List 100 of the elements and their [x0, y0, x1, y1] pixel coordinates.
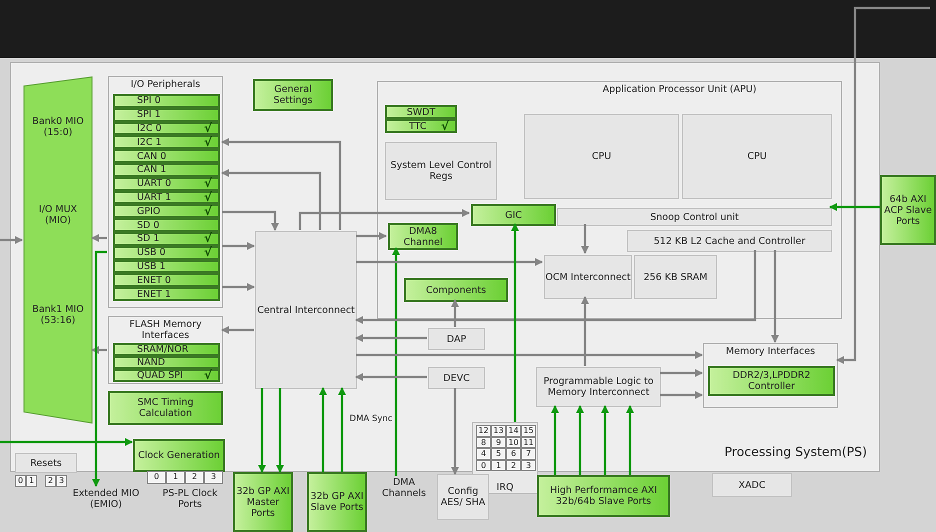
- number-cell: 11: [521, 436, 536, 448]
- box-label: UART 0: [137, 178, 172, 190]
- module-box: [428, 328, 485, 350]
- port-block: [537, 475, 670, 517]
- box-label: CAN 1: [137, 164, 166, 176]
- group-title: I/O Peripherals: [130, 79, 202, 90]
- arrow: [319, 387, 327, 472]
- box-label: System Level Control Regs: [390, 160, 492, 182]
- port-block: [880, 175, 936, 245]
- number-cell: 4: [476, 448, 491, 460]
- number-cell: 7: [521, 448, 536, 460]
- box-label: Snoop Control unit: [650, 212, 739, 222]
- peripheral-row: [113, 356, 220, 369]
- arrow: [221, 326, 254, 334]
- peripheral-row: [113, 246, 220, 260]
- number-cell: 2: [506, 460, 521, 471]
- box-label: IRQ: [496, 482, 514, 493]
- peripheral-row: [113, 273, 220, 288]
- peripheral-row: [113, 176, 220, 191]
- box-label: SD 0: [137, 220, 160, 231]
- box-label: DEVC: [443, 372, 470, 384]
- box-label: ENET 0: [137, 274, 171, 286]
- arrow: [91, 234, 107, 242]
- arrow: [581, 224, 589, 254]
- box-label: DMA8 Channel: [402, 226, 444, 248]
- number-cell: 2: [185, 471, 204, 484]
- box-label: SWDT: [406, 106, 436, 118]
- group-panel: [10, 62, 880, 472]
- arrow: [551, 405, 559, 475]
- peripheral-row: [113, 287, 220, 301]
- group-panel: [377, 81, 842, 319]
- box-label: DDR2/3,LPDDR2 Controller: [732, 370, 812, 392]
- box-label: Central Interconnect: [257, 304, 355, 316]
- peripheral-row: [113, 163, 220, 177]
- check-mark: √: [204, 178, 212, 190]
- box-label: I2C 1: [137, 136, 162, 148]
- box-label: SRAM/NOR: [137, 344, 188, 355]
- arrow: [626, 405, 634, 475]
- box-label: 64b AXI ACP Slave Ports: [883, 194, 933, 226]
- mux-label: Bank1 MIO (53:16): [31, 304, 85, 326]
- group-title: Processing System(PS): [724, 446, 867, 457]
- peripheral-row: [113, 369, 220, 382]
- box-label: SMC Timing Calculation: [136, 397, 194, 419]
- peripheral-row: [113, 232, 220, 246]
- box-label: DMA Channels: [381, 477, 427, 499]
- arrow: [222, 283, 255, 291]
- number-cell: 1: [166, 471, 185, 484]
- arrow: [392, 247, 400, 476]
- box-label: USB 0: [137, 247, 166, 258]
- arrow: [356, 232, 387, 240]
- box-label: 32b GP AXI Slave Ports: [309, 491, 365, 513]
- number-cell: 3: [521, 460, 536, 471]
- number-cell: 0: [15, 475, 26, 487]
- arrow: [222, 210, 279, 231]
- box-label: UART 1: [137, 192, 172, 203]
- box-label: High Performamce AXI 32b/64b Slave Ports: [548, 485, 658, 507]
- number-cell: 6: [506, 448, 521, 460]
- check-mark: √: [204, 136, 212, 148]
- peripheral-row: [385, 119, 457, 133]
- arrow: [829, 203, 880, 211]
- arrow: [581, 296, 589, 366]
- check-mark: √: [204, 247, 212, 258]
- box-label: SD 1: [137, 233, 160, 244]
- box-label: PS-PL Clock Ports: [161, 488, 219, 510]
- check-mark: √: [204, 206, 212, 217]
- module-box: [557, 208, 832, 226]
- peripheral-row: [113, 190, 220, 204]
- box-label: DAP: [446, 334, 466, 344]
- box-label: CAN 0: [137, 150, 166, 162]
- peripheral-row: [113, 122, 220, 136]
- arrow: [601, 405, 609, 475]
- module-box: [524, 114, 679, 199]
- arrow: [221, 138, 342, 230]
- module-box: [15, 453, 77, 473]
- box-label: CPU: [592, 151, 612, 162]
- number-cell: 2: [45, 475, 56, 487]
- peripheral-row: [113, 343, 220, 356]
- module-box: [634, 255, 717, 299]
- peripheral-row: [113, 94, 220, 108]
- box-label: SPI 1: [137, 109, 161, 120]
- group-title: FLASH Memory Interfaces: [128, 319, 203, 341]
- number-cell: 10: [506, 436, 521, 448]
- box-label: Resets: [30, 458, 62, 468]
- number-cell: 0: [147, 471, 166, 484]
- check-mark: √: [204, 192, 212, 203]
- number-cell: 3: [56, 475, 67, 487]
- box-label: GIC: [505, 210, 522, 220]
- mux-label: I/O MUX (MIO): [38, 204, 78, 226]
- peripheral-row: [113, 149, 220, 163]
- module-box: [712, 473, 792, 497]
- group-title: Application Processor Unit (APU): [602, 84, 758, 95]
- group-title: Memory Interfaces: [724, 346, 816, 357]
- arrow: [222, 242, 255, 250]
- arrow: [836, 6, 930, 364]
- box-label: Components: [426, 284, 486, 296]
- module-box: [437, 474, 489, 520]
- arrow: [355, 334, 427, 342]
- number-cell: 14: [506, 425, 521, 436]
- port-block: [233, 472, 293, 532]
- box-label: GPIO: [137, 206, 160, 217]
